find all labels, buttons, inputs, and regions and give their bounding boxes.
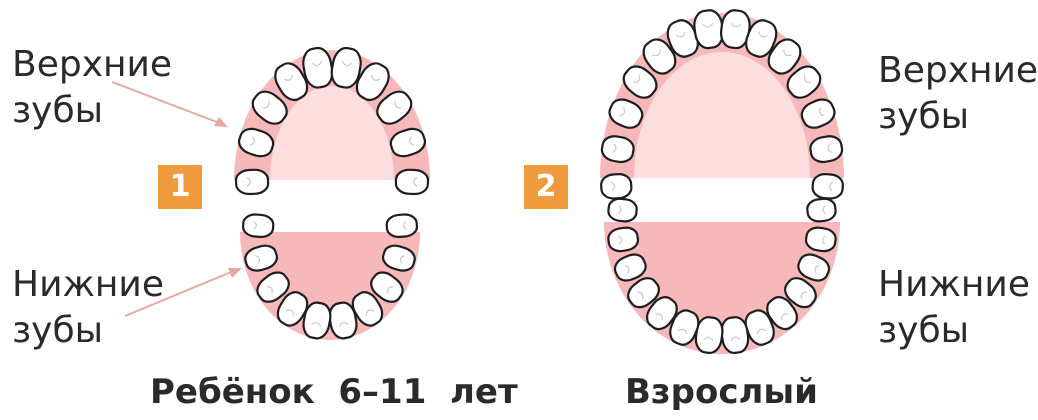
- child-lower-teeth-label: Нижние зубы: [12, 262, 164, 354]
- tooth: [607, 198, 637, 223]
- child-number-badge: 1: [158, 165, 202, 209]
- label-line: Верхние: [878, 48, 1038, 94]
- adult-number-badge: 2: [524, 165, 568, 209]
- adult-upper-jaw: [600, 9, 844, 199]
- tooth: [396, 169, 429, 194]
- label-line: Нижние: [878, 262, 1030, 308]
- child-caption: Ребёнок 6–11 лет: [150, 372, 518, 412]
- adult-lower-teeth-label: Нижние зубы: [878, 262, 1030, 354]
- tooth: [600, 173, 632, 199]
- label-line: зубы: [12, 88, 172, 134]
- tooth: [242, 214, 273, 238]
- adult-upper-teeth-label: Верхние зубы: [878, 48, 1038, 140]
- tooth: [806, 198, 836, 223]
- child-upper-jaw: [234, 46, 430, 194]
- tooth: [236, 169, 269, 194]
- tooth: [386, 214, 417, 238]
- adult-caption: Взрослый: [625, 372, 818, 412]
- child-lower-jaw: [240, 214, 420, 340]
- label-line: Нижние: [12, 262, 164, 308]
- label-line: Верхние: [12, 42, 172, 88]
- adult-lower-jaw: [604, 198, 840, 355]
- child-upper-teeth-label: Верхние зубы: [12, 42, 172, 134]
- tooth: [812, 173, 844, 199]
- label-line: зубы: [878, 308, 1030, 354]
- label-line: зубы: [878, 94, 1038, 140]
- label-line: зубы: [12, 308, 164, 354]
